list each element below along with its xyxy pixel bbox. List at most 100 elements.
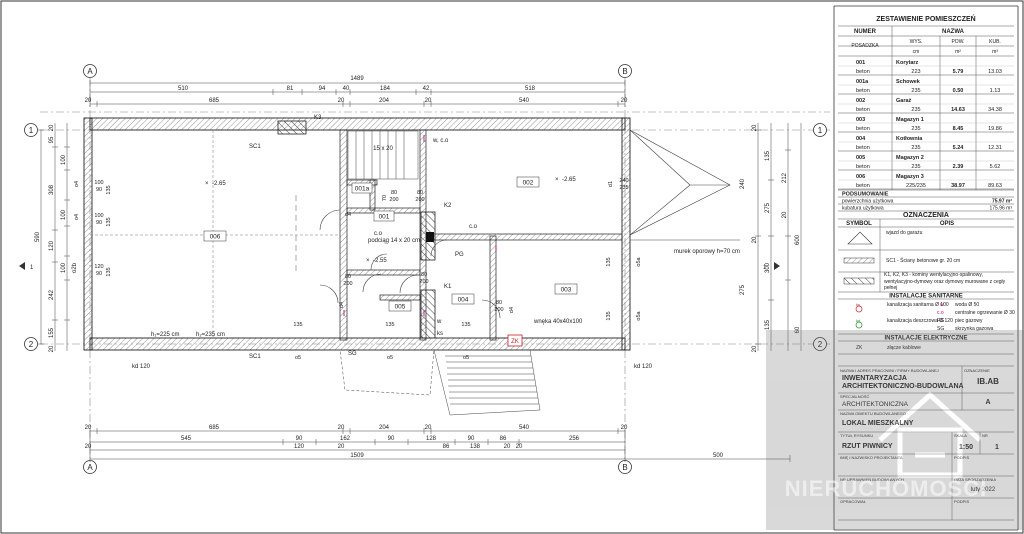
room-height: 223 — [911, 69, 920, 75]
opening-label: 80 — [417, 190, 423, 196]
room-area: 5.24 — [953, 145, 965, 151]
svg-text:2: 2 — [29, 340, 34, 349]
project-type: ARCHITEKTONICZNO-BUDOWLANA — [842, 383, 964, 390]
object-name: LOKAL MIESZKALNY — [842, 420, 914, 427]
dim-label: 540 — [519, 425, 530, 431]
title-block-label: OZNACZENIE — [964, 368, 990, 373]
room-floor: beton — [856, 183, 870, 189]
legend-symbol: w — [940, 302, 944, 308]
opening-label: 80 — [496, 300, 502, 306]
summary-value: 175.96 m³ — [989, 206, 1012, 212]
legend-item: kanalizacja sanitarna Ø 100 — [887, 302, 949, 308]
room-labels: 001 001a 002 003 004 005 — [203, 176, 578, 312]
room-area: 14.63 — [951, 107, 965, 113]
room-area: 2.39 — [953, 164, 964, 170]
room-number: 004 — [856, 136, 866, 142]
right-dimensions — [755, 123, 802, 351]
room-floor: beton — [856, 145, 870, 151]
left-dim-labels: 20 95 308 120 242 155 20 100 100 100 o2b — [49, 124, 78, 352]
legend-symbol: SG — [937, 326, 944, 332]
room-volume: 1.13 — [990, 88, 1001, 94]
legend-item: piec gazowy — [955, 318, 983, 324]
legend-item: SC1 - Ściany betonowe gr. 20 cm — [886, 256, 960, 264]
room-label-003: 003 — [554, 283, 578, 295]
room-floor: beton — [856, 126, 870, 132]
svg-text:ZK: ZK — [511, 339, 519, 345]
opening-label: 200 — [415, 197, 424, 203]
room-number: 001a — [856, 79, 869, 85]
dim-label: 20 — [338, 444, 345, 450]
title-block-label: DATA SPORZĄDZENIA — [954, 477, 996, 482]
house-logo-icon — [878, 391, 982, 478]
dim-label: 135 — [765, 319, 771, 330]
arrow-right-icon: 1 — [763, 262, 780, 271]
window-mark: o4 — [74, 181, 80, 187]
col-header-wys: WYS. — [910, 39, 923, 45]
room-volume: 12.31 — [988, 145, 1002, 151]
door-mark: d4 — [509, 307, 515, 313]
chimney-label-k2: K2 — [444, 203, 452, 209]
level-label: -2.65 — [562, 177, 576, 183]
opening-label: 135 — [606, 257, 612, 266]
room-name: Magazyn 3 — [896, 174, 924, 180]
dim-label: 86 — [500, 436, 507, 442]
room-name: Magazyn 1 — [896, 117, 924, 123]
title-block-label: OPRACOWAŁ — [840, 499, 867, 504]
project-type: INWENTARYZACJA — [842, 375, 907, 382]
title-block-label: TYTUŁ RYSUNKU — [840, 433, 873, 438]
door-mark: d1 — [608, 181, 614, 187]
specialty: ARCHITEKTONICZNA — [842, 401, 909, 408]
room-number: 006 — [856, 174, 865, 180]
drawing-date: luty 2022 — [971, 487, 996, 493]
dim-label: 600 — [795, 234, 801, 245]
drawing-title: RZUT PIWNICY — [842, 443, 893, 450]
legend-header-symbol: SYMBOL — [846, 221, 872, 227]
level-label: -2.55 — [373, 258, 387, 264]
dim-label: 685 — [209, 425, 220, 431]
svg-text:002: 002 — [523, 180, 534, 187]
axis-marker-B-bottom: B — [618, 460, 632, 474]
drawing-scale: 1:50 — [959, 444, 973, 451]
install-label: w — [436, 319, 442, 325]
dim-label: 95 — [49, 136, 55, 143]
room-number: 001 — [856, 60, 865, 66]
dim-label: 518 — [525, 86, 536, 92]
dim-label: 81 — [287, 86, 294, 92]
room-floor: beton — [856, 69, 870, 75]
axis-marker-1-right: 1 — [813, 123, 827, 137]
room-height: 235 — [911, 107, 920, 113]
drain-label-left: kd 120 — [132, 364, 151, 370]
plan-annotations: K3 K2 K1 SC1 SC1 SG PG w, c.o c.o c.o w … — [132, 115, 740, 370]
room-height: 235 — [911, 126, 920, 132]
beam-label: podciąg 14 x 20 cm — [368, 238, 420, 244]
legend-symbol: c.o — [937, 310, 944, 316]
axis-marker-2-left: 2 — [24, 337, 38, 351]
dim-label: 135 — [765, 150, 771, 161]
legend-title: OZNACZENIA — [903, 212, 949, 219]
gas-boiler-label: PG — [455, 252, 464, 258]
dim-label: 20 — [85, 444, 92, 450]
dim-ext-bottom: 500 — [713, 453, 724, 459]
exterior-walls — [83, 117, 631, 351]
summary-label: kubatura użytkowa — [842, 206, 884, 212]
title-block-label: SKALA — [954, 433, 967, 438]
wall-label-sc1: SC1 — [249, 144, 261, 150]
opening-label: 135 — [106, 267, 112, 276]
chimney-flue — [426, 232, 434, 242]
right-dim-labels: 240 275 20 20 20 135 275 300 135 212 20 … — [740, 124, 801, 352]
room-name: Schowek — [896, 79, 921, 85]
specialty-code: A — [985, 399, 990, 406]
title-block-label: IMIĘ I NAZWISKO PROJEKTANTA — [840, 455, 903, 460]
dim-label: 20 — [338, 98, 345, 104]
opening-labels: d4 80 200 80 200 80 200 80 200 80 200 24… — [94, 178, 628, 361]
dim-label: 204 — [379, 425, 390, 431]
svg-text:A: A — [87, 463, 93, 472]
unit-pow: m² — [955, 49, 961, 55]
legend-item: złącze kablowe — [887, 345, 921, 351]
dim-label: 20 — [752, 345, 758, 352]
axis-marker-A-bottom: A — [83, 460, 97, 474]
dim-label: 204 — [379, 98, 390, 104]
window-mark: o5 — [295, 355, 301, 361]
stairs-label: 15 x 20 — [373, 146, 393, 152]
summary-title: PODSUMOWANIE — [842, 192, 889, 198]
